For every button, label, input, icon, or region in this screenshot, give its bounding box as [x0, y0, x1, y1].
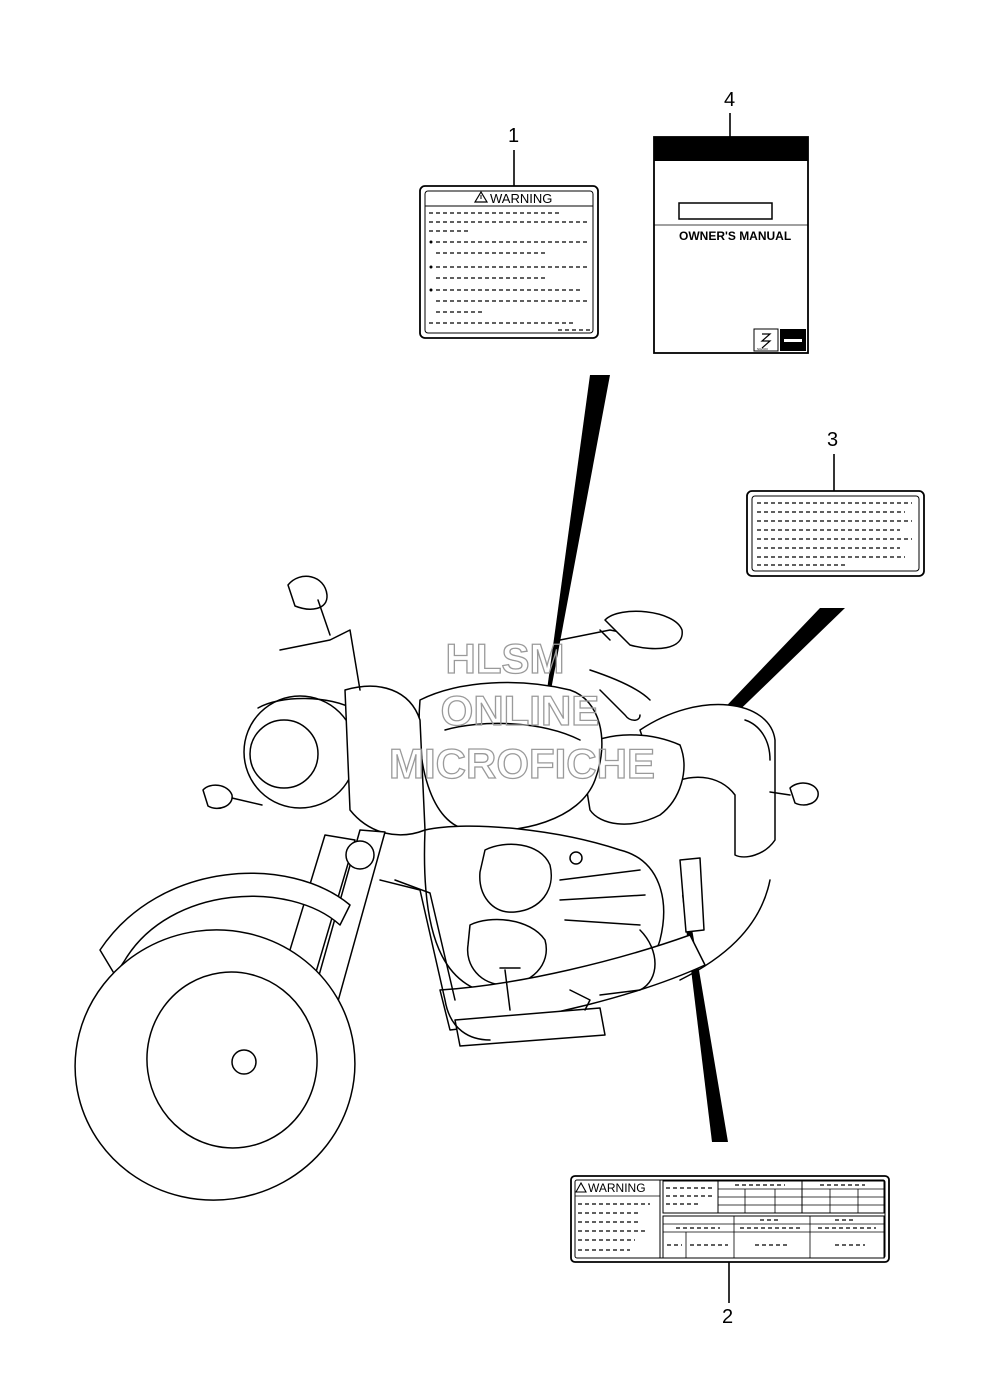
warning-triangle-icon: [575, 1181, 587, 1193]
manual-title: OWNER'S MANUAL: [679, 229, 791, 243]
watermark: HLSM ONLINE MICROFICHE: [388, 634, 655, 787]
part-2-warning-table-label[interactable]: 2 WARNING: [570, 1175, 890, 1328]
pointer-wedge-1: [547, 375, 610, 690]
part-3-info-label[interactable]: 3: [746, 429, 925, 577]
warning-triangle-icon: [473, 190, 489, 203]
callout-number-2: 2: [722, 1306, 733, 1328]
part-4-owners-manual[interactable]: 4 OWNER'S MANUAL SUZUKI: [653, 89, 809, 354]
warning-label-2-title: WARNING: [588, 1181, 646, 1195]
callout-number-3: 3: [827, 429, 838, 451]
watermark-line-1: HLSM: [446, 635, 565, 682]
manual-brand: SUZUKI: [757, 347, 768, 351]
warning-label-1-title: WARNING: [490, 191, 552, 206]
callout-number-4: 4: [724, 89, 735, 111]
watermark-line-3: MICROFICHE: [389, 740, 655, 787]
motorcycle-illustration: [74, 575, 819, 1201]
suzuki-logo-icon: [760, 333, 772, 349]
callout-number-1: 1: [508, 125, 519, 147]
part-1-warning-label[interactable]: 1 WARNING: [419, 125, 599, 339]
watermark-line-2: ONLINE: [441, 687, 600, 734]
